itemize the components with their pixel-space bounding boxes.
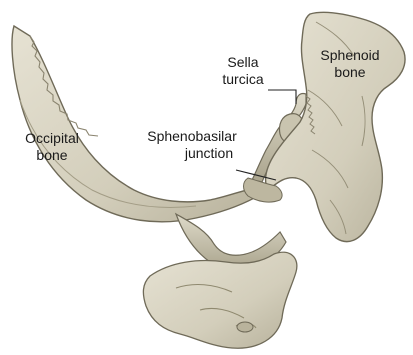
sphenoid-label-line1: Sphenoid: [314, 47, 386, 64]
sella-label-line2: turcica: [212, 71, 274, 88]
lower-bone-foramen: [237, 322, 253, 332]
sphenobasilar-label-line2: junction: [128, 145, 256, 162]
sella-turcica-label: Sella turcica: [212, 54, 274, 88]
sphenobasilar-junction-label: Sphenobasilar junction: [128, 128, 256, 162]
occipital-label-line1: Occipital: [20, 130, 84, 147]
sphenobasilar-label-line1: Sphenobasilar: [128, 128, 256, 145]
sella-label-line1: Sella: [212, 54, 274, 71]
occipital-bone-label: Occipital bone: [20, 130, 84, 164]
sphenoid-label-line2: bone: [314, 64, 386, 81]
sphenoid-bone-label: Sphenoid bone: [314, 47, 386, 81]
lower-bone-shape: [143, 252, 297, 348]
occipital-label-line2: bone: [20, 147, 84, 164]
sella-leader-line: [268, 90, 296, 104]
